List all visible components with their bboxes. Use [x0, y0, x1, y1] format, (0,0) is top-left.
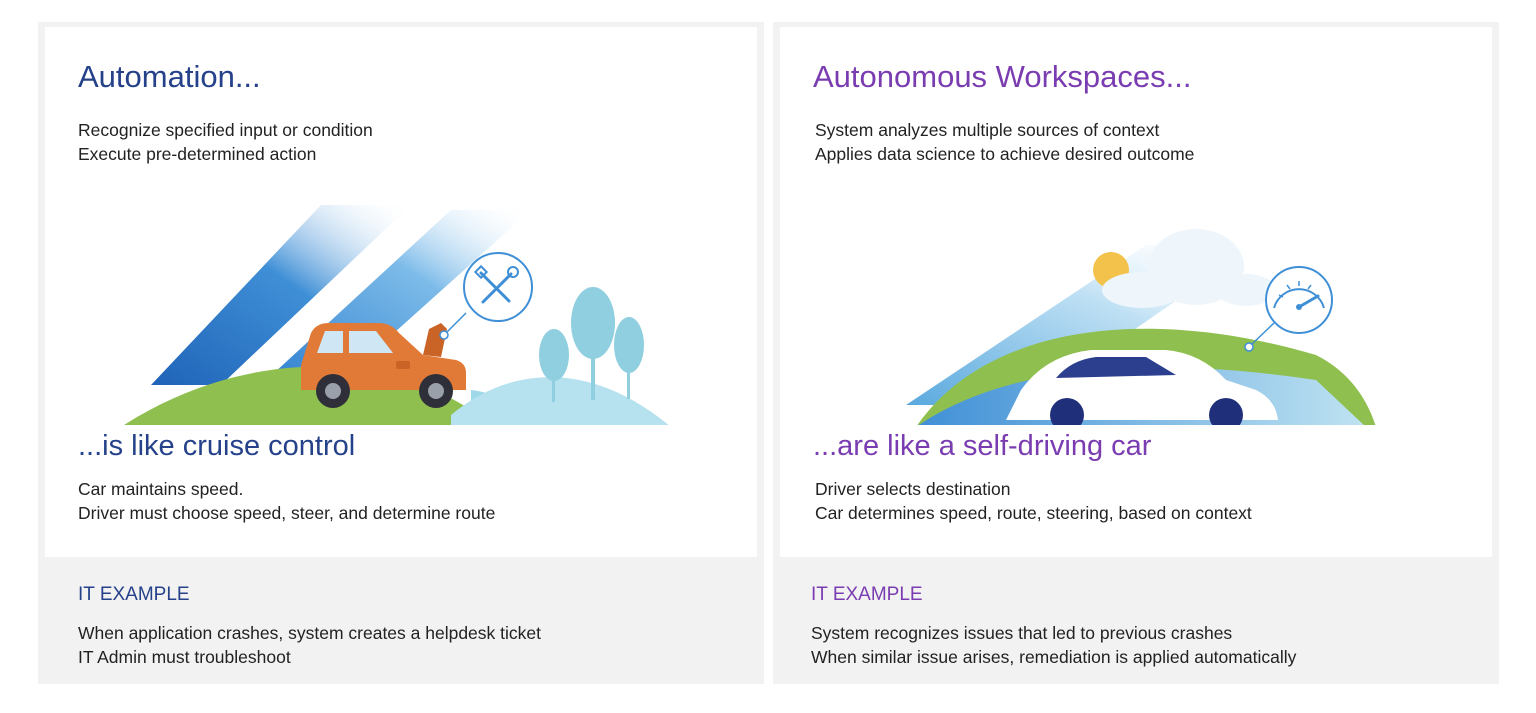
it-example-text: System recognizes issues that led to pre…	[811, 621, 1296, 669]
self-driving-illustration	[906, 229, 1376, 425]
automation-title: Automation...	[78, 59, 261, 94]
autonomous-card: Autonomous Workspaces... System analyzes…	[780, 27, 1492, 557]
self-driving-description: Driver selects destination Car determine…	[815, 477, 1252, 525]
cruise-control-line: Car maintains speed.	[78, 479, 244, 499]
it-example-line: When similar issue arises, remediation i…	[811, 647, 1297, 667]
car-icon	[301, 323, 466, 408]
car-icon	[1006, 350, 1278, 425]
self-driving-line: Driver selects destination	[815, 479, 1011, 499]
tree-icon	[539, 287, 644, 402]
self-driving-subtitle: ...are like a self-driving car	[813, 430, 1152, 462]
autonomous-description: System analyzes multiple sources of cont…	[815, 118, 1194, 166]
it-example-label: IT EXAMPLE	[78, 584, 190, 605]
it-example-line: IT Admin must troubleshoot	[78, 647, 291, 667]
cruise-control-line: Driver must choose speed, steer, and det…	[78, 503, 496, 523]
it-example-line: System recognizes issues that led to pre…	[811, 623, 1233, 643]
autonomous-description-line: Applies data science to achieve desired …	[815, 144, 1195, 164]
hill-right	[451, 377, 669, 425]
light-beam-left	[151, 205, 411, 385]
cruise-control-illustration	[124, 205, 669, 425]
it-example-label: IT EXAMPLE	[811, 584, 923, 605]
cloud-icon	[1102, 229, 1276, 308]
cruise-control-subtitle: ...is like cruise control	[78, 430, 356, 462]
automation-description-line: Execute pre-determined action	[78, 144, 317, 164]
it-example-text: When application crashes, system creates…	[78, 621, 541, 669]
automation-card: Automation... Recognize specified input …	[45, 27, 757, 557]
cruise-control-description: Car maintains speed. Driver must choose …	[78, 477, 495, 525]
wrench-screwdriver-icon	[463, 252, 533, 322]
self-driving-line: Car determines speed, route, steering, b…	[815, 503, 1252, 523]
automation-description-line: Recognize specified input or condition	[78, 120, 373, 140]
it-example-line: When application crashes, system creates…	[78, 623, 541, 643]
autonomous-title: Autonomous Workspaces...	[813, 59, 1192, 94]
autonomous-panel: Autonomous Workspaces... System analyzes…	[773, 22, 1499, 684]
speedometer-icon	[1265, 266, 1333, 334]
automation-description: Recognize specified input or condition E…	[78, 118, 373, 166]
automation-panel: Automation... Recognize specified input …	[38, 22, 764, 684]
autonomous-description-line: System analyzes multiple sources of cont…	[815, 120, 1160, 140]
